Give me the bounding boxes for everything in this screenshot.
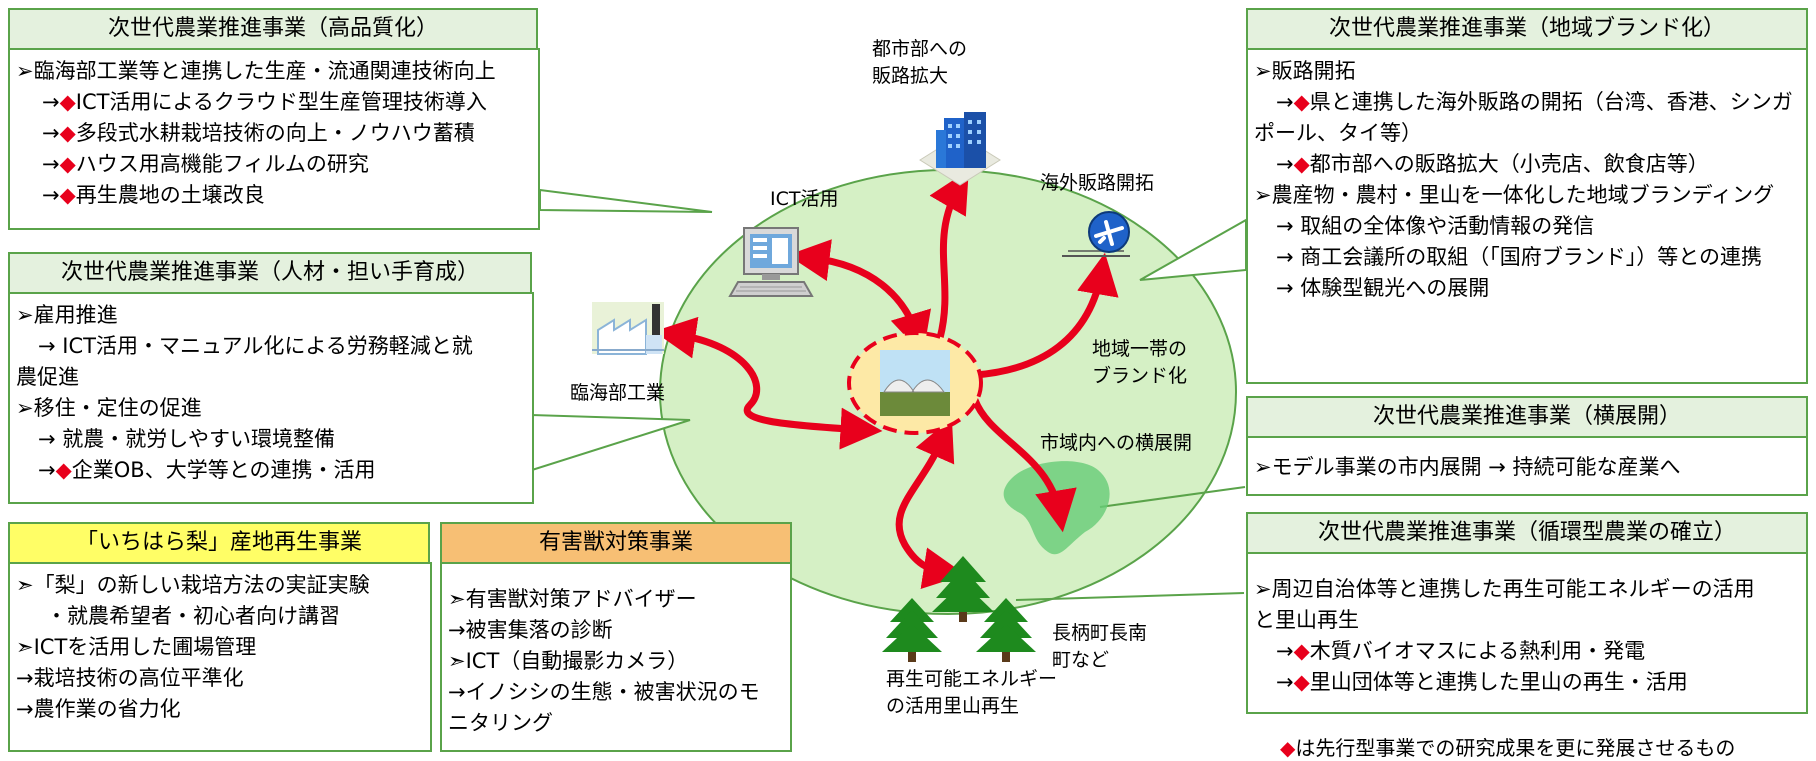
box-hq-line: →◆多段式水耕栽培技術の向上・ノウハウ蓄積	[42, 121, 475, 145]
arrow-coastal	[653, 316, 883, 450]
box-hr-line: ➢移住・定住の促進	[16, 396, 202, 420]
box-pest-header: 有害獣対策事業	[440, 522, 792, 564]
callout-pointer-horiz	[1099, 486, 1246, 508]
box-pest-body: ➣有害獣対策アドバイザー →被害集落の診断 ➣ICT（自動撮影カメラ） →イノシ…	[440, 562, 792, 752]
box-brand-title: 次世代農業推進事業（地域ブランド化）	[1328, 16, 1725, 41]
box-hq-body: ➢臨海部工業等と連携した生産・流通関連技術向上 →◆ICT活用によるクラウド型生…	[8, 48, 540, 230]
box-hq-header: 次世代農業推進事業（高品質化）	[8, 8, 538, 50]
label-regional-brand: 地域一帯のブランド化	[1092, 336, 1202, 390]
arrow-to-overseas	[971, 252, 1119, 379]
box-hr-line: → 就農・就労しやすい環境整備	[38, 427, 336, 451]
label-city: 都市部への販路拡大	[872, 36, 982, 90]
arrow-to-expansion	[971, 396, 1077, 533]
box-circ-header: 次世代農業推進事業（循環型農業の確立）	[1246, 512, 1808, 554]
label-overseas: 海外販路開拓	[1040, 172, 1155, 194]
box-hq-line: →◆ICT活用によるクラウド型生産管理技術導入	[42, 90, 487, 114]
box-hr-line: ➢雇用推進	[16, 303, 118, 327]
box-horiz-line: ➢モデル事業の市内展開 → 持続可能な産業へ	[1254, 455, 1681, 479]
airplane-icon	[1062, 211, 1130, 257]
box-horiz-header: 次世代農業推進事業（横展開）	[1246, 396, 1808, 438]
box-brand-line: ➢農産物・農村・里山を一体化した地域ブランディング	[1254, 183, 1775, 207]
label-regional-brand-text: 地域一帯のブランド化	[1092, 338, 1188, 387]
callout-pointer-hq	[539, 188, 713, 213]
diamond-marker: ◆	[1293, 670, 1310, 694]
box-brand-line: → 商工会議所の取組（「国府ブランド」）等との連携	[1276, 245, 1763, 269]
box-circ-line: →◆里山団体等と連携した里山の再生・活用	[1276, 670, 1688, 694]
box-brand-line: → 体験型観光への展開	[1276, 276, 1490, 300]
box-pest-line: ➣ICT（自動撮影カメラ）	[448, 649, 689, 673]
box-brand-line: ➢販路開拓	[1254, 59, 1356, 83]
diamond-marker: ◆	[1293, 90, 1310, 114]
box-hr-line: →◆企業OB、大学等との連携・活用	[38, 458, 376, 482]
box-brand-line: → 取組の全体像や活動情報の発信	[1276, 214, 1595, 238]
box-hr-line-text: → ICT活用・マニュアル化による労務軽減と就農促進	[16, 334, 473, 389]
box-pest-line: →被害集落の診断	[448, 618, 613, 642]
box-circ-line: →◆木質バイオマスによる熱利用・発電	[1276, 639, 1646, 663]
footnote: ◆は先行型事業での研究成果を更に発展させるもの	[1280, 736, 1736, 760]
box-hr-body: ➢雇用推進 → ICT活用・マニュアル化による労務軽減と就農促進 ➢移住・定住の…	[8, 292, 534, 504]
box-pear-line: →栽培技術の高位平準化	[16, 666, 244, 690]
computer-icon	[728, 227, 814, 297]
diamond-marker: ◆	[55, 458, 72, 482]
box-brand-body: ➢販路開拓 →◆県と連携した海外販路の開拓（台湾、香港、シンガポール、タイ等） …	[1246, 48, 1808, 384]
box-horiz-title: 次世代農業推進事業（横展開）	[1372, 404, 1681, 429]
arrow-ict	[787, 239, 931, 355]
box-pear-line: ➣ICTを活用した圃場管理	[16, 635, 257, 659]
box-hr-line: → ICT活用・マニュアル化による労務軽減と就農促進	[10, 331, 486, 393]
box-hq-line: ➢臨海部工業等と連携した生産・流通関連技術向上	[16, 59, 496, 83]
box-pear-title: 「いちはら梨」産地再生事業	[75, 530, 362, 555]
box-pear-line: ・就農希望者・初心者向け講習	[46, 604, 340, 628]
box-brand-line: →◆都市部への販路拡大（小売店、飲食店等）	[1276, 152, 1709, 176]
label-towns: 長柄町長南町など	[1052, 620, 1152, 674]
box-hr-title: 次世代農業推進事業（人材・担い手育成）	[60, 260, 479, 285]
box-circ-body: ➢周辺自治体等と連携した再生可能エネルギーの活用と里山再生 →◆木質バイオマスに…	[1246, 552, 1808, 714]
box-pear-body: ➣「梨」の新しい栽培方法の実証実験 ・就農希望者・初心者向け講習 ➣ICTを活用…	[8, 562, 432, 752]
box-brand-header: 次世代農業推進事業（地域ブランド化）	[1246, 8, 1808, 50]
box-brand-line: →◆県と連携した海外販路の開拓（台湾、香港、シンガポール、タイ等）	[1254, 90, 1793, 145]
label-ict: ICT活用	[770, 188, 839, 210]
label-renewable: 再生可能エネルギーの活用里山再生	[886, 666, 1064, 720]
callout-pointer-circ	[1015, 592, 1245, 601]
box-circ-line: ➢周辺自治体等と連携した再生可能エネルギーの活用と里山再生	[1254, 577, 1755, 632]
box-pest-title: 有害獣対策事業	[538, 530, 693, 555]
box-hr-header: 次世代農業推進事業（人材・担い手育成）	[8, 252, 532, 294]
diamond-marker: ◆	[1293, 152, 1310, 176]
box-hq-line: →◆ハウス用高機能フィルムの研究	[42, 152, 369, 176]
box-pear-line: →農作業の省力化	[16, 697, 181, 721]
arrow-to-city	[929, 169, 969, 342]
diamond-marker: ◆	[1280, 736, 1296, 760]
box-circ-title: 次世代農業推進事業（循環型農業の確立）	[1317, 520, 1736, 545]
greenhouse-farm-icon	[847, 331, 983, 435]
box-pest-line: ➣有害獣対策アドバイザー	[448, 587, 697, 611]
box-hq-line: →◆再生農地の土壌改良	[42, 183, 265, 207]
arrow-trees	[895, 417, 966, 590]
tree-icons	[882, 556, 1036, 662]
box-hq-title: 次世代農業推進事業（高品質化）	[107, 16, 438, 41]
label-renewable-text: 再生可能エネルギーの活用里山再生	[886, 668, 1058, 717]
box-pear-header: 「いちはら梨」産地再生事業	[8, 522, 430, 564]
label-city-text: 都市部への販路拡大	[872, 38, 968, 87]
city-building-icon	[919, 112, 1001, 186]
diamond-marker: ◆	[59, 90, 76, 114]
diamond-marker: ◆	[1293, 639, 1310, 663]
box-pear-line: ➣「梨」の新しい栽培方法の実証実験	[16, 573, 370, 597]
diamond-marker: ◆	[59, 183, 76, 207]
box-pest-line: →イノシシの生態・被害状況のモニタリング	[448, 680, 760, 735]
label-towns-text: 長柄町長南町など	[1052, 622, 1148, 671]
label-expansion: 市域内への横展開	[1040, 432, 1193, 454]
factory-icon	[592, 302, 664, 355]
box-horiz-body: ➢モデル事業の市内展開 → 持続可能な産業へ	[1246, 436, 1808, 496]
label-coastal: 臨海部工業	[570, 382, 666, 404]
diamond-marker: ◆	[59, 152, 76, 176]
callout-pointer-hr	[531, 413, 691, 472]
diamond-marker: ◆	[59, 121, 76, 145]
